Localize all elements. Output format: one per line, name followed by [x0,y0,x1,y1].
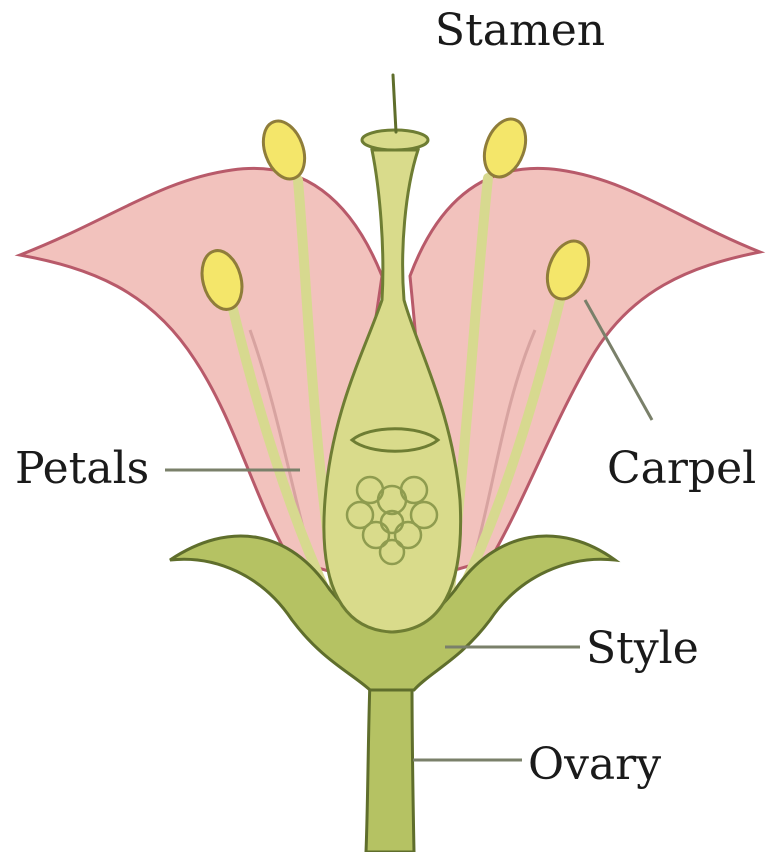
label-carpel: Carpel [607,443,756,494]
label-ovary: Ovary [528,739,661,790]
stem [366,680,414,852]
stigma-tip [393,75,396,132]
label-stamen: Stamen [435,5,605,56]
ovule-chamber [352,429,438,452]
label-petals: Petals [15,443,149,494]
label-style: Style [586,623,699,674]
